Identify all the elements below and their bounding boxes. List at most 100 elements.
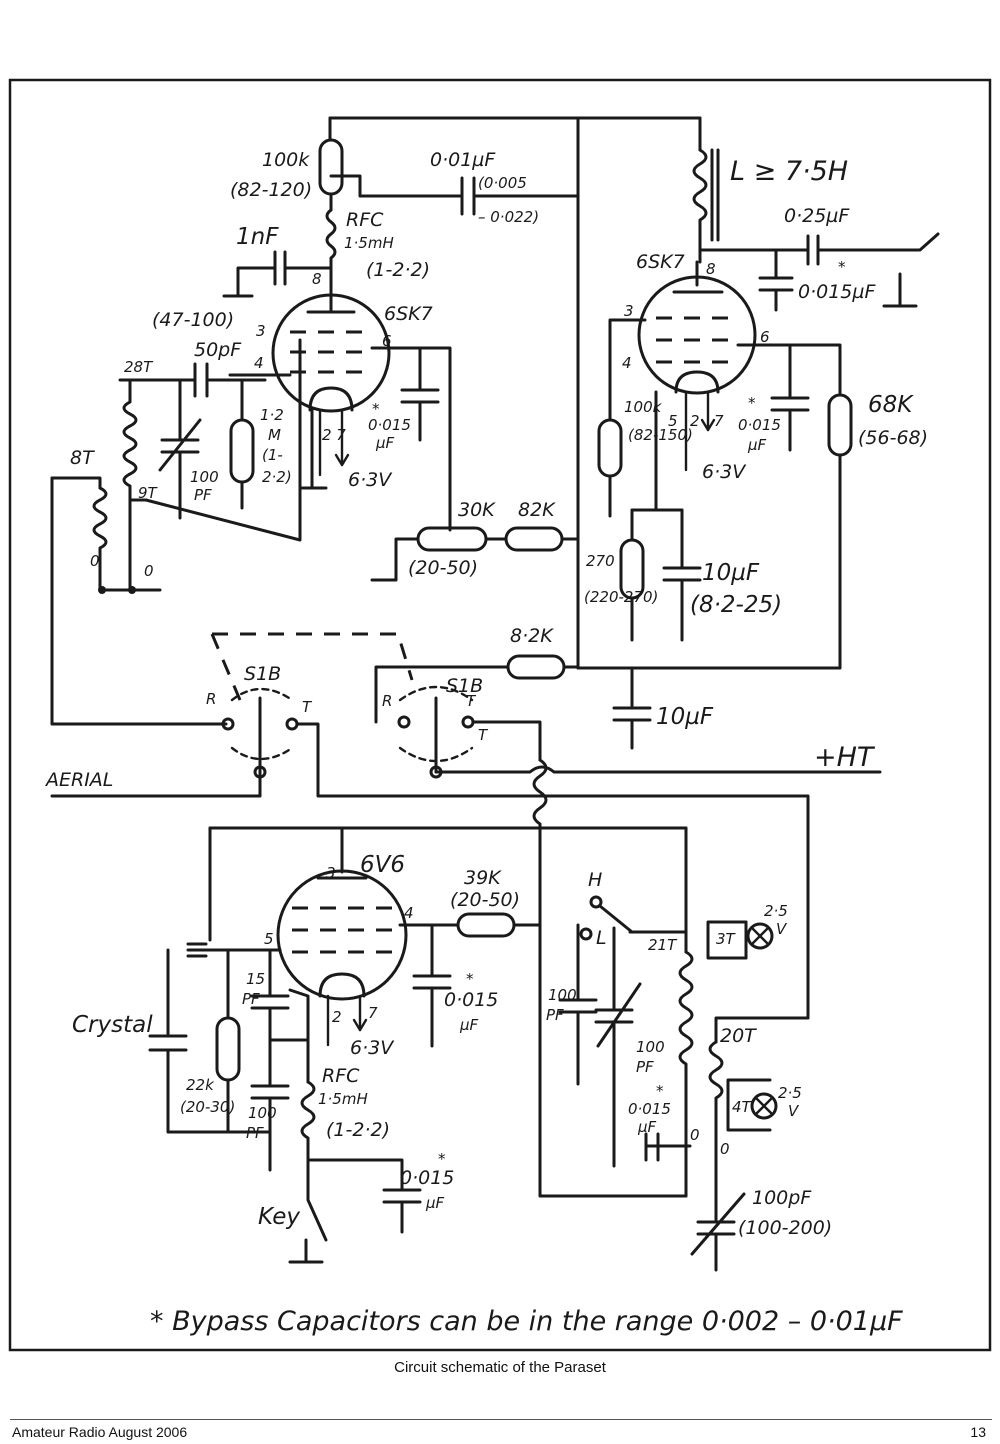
label-zero-1: 0 [690, 1126, 700, 1144]
label-r-39k-range: (20-50) [450, 889, 520, 911]
label-c-15pf-b: PF [242, 990, 260, 1008]
label-r-100k-b: 100k [624, 398, 663, 416]
label-c-001uf-r2: – 0·022) [478, 208, 539, 226]
label-bypass-4-mf: µF [637, 1118, 657, 1136]
label-turns-8t: 8T [70, 447, 95, 469]
label-bypass-3-mf: µF [459, 1016, 479, 1034]
publication-name: Amateur Radio August 2006 [12, 1424, 188, 1440]
label-tube-6sk7-2: 6SK7 [636, 251, 685, 273]
label-bypass-5-mf: µF [425, 1194, 445, 1212]
label-bypass-2-mf: µF [747, 436, 767, 454]
label-turns-21t: 21T [648, 936, 678, 954]
label-pin-3b: 3 [624, 302, 634, 320]
label-turns-20t: 20T [720, 1025, 757, 1047]
coil-8t [92, 486, 108, 592]
receiver-stage-1 [50, 116, 702, 726]
bypass-note: * Bypass Capacitors can be in the range … [150, 1306, 903, 1337]
label-bypass-5: 0·015 [400, 1167, 454, 1189]
tank-coil-21t [678, 950, 694, 1198]
label-lamp-1-unit: V [776, 920, 788, 938]
label-c-100pf-out: 100pF [752, 1187, 812, 1209]
label-bypass-3: 0·015 [444, 989, 498, 1011]
label-star-3: * [748, 394, 756, 412]
label-c-100pf-var: 100 [636, 1038, 665, 1056]
label-plus-ht: +HT [814, 742, 876, 773]
label-c-100pf-var-b: PF [636, 1058, 654, 1076]
label-aerial: AERIAL [44, 769, 113, 791]
resistor-68k [827, 393, 853, 457]
label-switch-2-t2: T [478, 726, 489, 744]
label-rfc2-a: RFC [322, 1065, 360, 1087]
label-pin-4b: 4 [622, 354, 632, 372]
label-r-47-100: (47-100) [152, 309, 234, 331]
label-switch-2-t: T [466, 692, 477, 710]
label-tube-6v6: 6V6 [360, 852, 405, 878]
label-r-100k-b-range: (82-150) [628, 426, 693, 444]
label-switch-2: S1B [446, 675, 483, 697]
label-turns-4t: 4T [732, 1098, 753, 1116]
label-turns-9t: 9T [138, 484, 159, 502]
label-c-1nf: 1nF [236, 224, 279, 250]
label-c-001uf-r1: (0·005 [478, 174, 527, 192]
label-rfc1-c: (1-2·2) [366, 259, 430, 281]
footer-rule [10, 1419, 992, 1420]
label-pin-8b: 8 [706, 260, 716, 278]
label-c-0015uf: 0·015µF [798, 281, 876, 303]
label-c-10uf-a-range: (8·2-25) [690, 592, 782, 618]
tube-6sk7-2 [637, 275, 757, 395]
tube-6v6 [276, 869, 408, 1001]
resistor-100k [318, 138, 344, 196]
key-switch [306, 1158, 328, 1242]
label-r-12m-b: M [268, 426, 281, 444]
label-switch-2-r: R [382, 692, 392, 710]
lamp-1 [746, 922, 774, 950]
label-choke-l: L ≥ 7·5H [730, 156, 848, 187]
coil-28t [122, 378, 138, 592]
label-turns-3t: 3T [716, 930, 737, 948]
label-pin-2c: 2 [332, 1008, 342, 1026]
resistor-1m2 [229, 418, 255, 484]
label-pin-7c: 7 [368, 1004, 378, 1022]
label-r-270: 270 [586, 552, 615, 570]
label-switch-1-r: R [206, 690, 216, 708]
label-star-1: * [372, 400, 380, 418]
rfc-choke-2 [300, 1080, 316, 1162]
label-pin-2b: 2 [690, 412, 700, 430]
label-star-4: * [466, 970, 474, 988]
label-star-2: * [838, 258, 846, 276]
lamp-2 [750, 1092, 778, 1120]
tube-6sk7-1 [271, 293, 391, 413]
label-pin-5c: 5 [264, 930, 274, 948]
label-zero-2: 0 [720, 1140, 730, 1158]
label-pin-5b: 5 [668, 412, 678, 430]
label-bypass-2: 0·015 [738, 416, 781, 434]
label-r-22k-range: (20-30) [180, 1098, 235, 1116]
resistor-22k [215, 1016, 241, 1082]
schematic-labels: 100k (82-120) 0·01µF (0·005 – 0·022) L ≥… [44, 149, 928, 1337]
label-tube-6sk7-1: 6SK7 [384, 303, 433, 325]
label-switch-1: S1B [244, 663, 281, 685]
output-coil-20t [708, 1040, 724, 1132]
label-c-100pf-tx: 100 [248, 1104, 277, 1122]
label-rfc2-c: (1-2·2) [326, 1119, 390, 1141]
label-rfc2-b: 1·5mH [318, 1090, 368, 1108]
label-switch-1-t: T [302, 698, 313, 716]
page-number: 13 [970, 1424, 986, 1440]
switch-s1b [50, 632, 882, 1020]
label-c-100pf-tx-b: PF [246, 1124, 264, 1142]
label-r-100k: 100k [262, 149, 310, 171]
label-r-30k: 30K [458, 499, 496, 521]
label-lamp-2-unit: V [788, 1102, 800, 1120]
label-r-12m: 1·2 [260, 406, 284, 424]
label-r-82k: 82K [518, 499, 556, 521]
label-c-10uf-b: 10µF [656, 704, 714, 730]
label-c-100pf-rx-b: PF [194, 486, 212, 504]
label-c-100pf-rx: 100 [190, 468, 219, 486]
label-c-100pf-tank-b: PF [546, 1006, 564, 1024]
label-zero-4: 0 [144, 562, 154, 580]
label-r-12m-c: (1- [262, 446, 283, 464]
label-star-5: * [656, 1082, 664, 1100]
choke-l-7h5 [692, 148, 708, 242]
label-bypass-4: 0·015 [628, 1100, 671, 1118]
label-pin-3c: 3 [326, 864, 336, 882]
